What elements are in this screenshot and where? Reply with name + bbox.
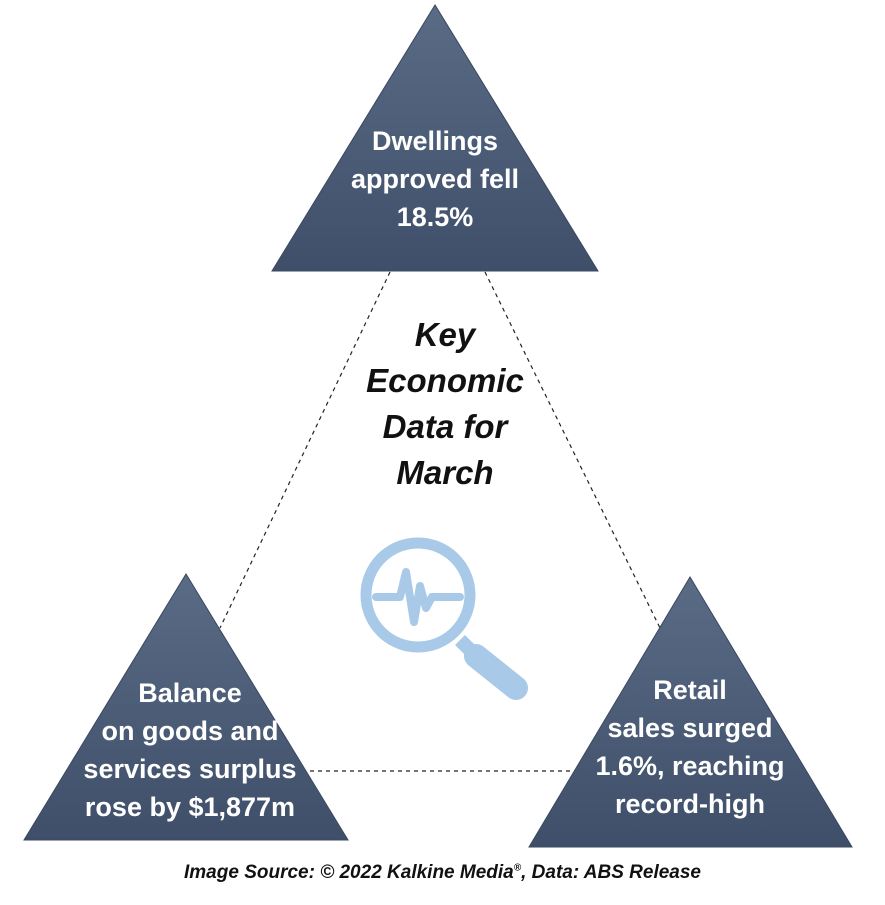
left-node-line: rose by $1,877m xyxy=(84,792,296,822)
top-triangle xyxy=(271,4,599,272)
left-node-line: services surplus xyxy=(83,754,297,784)
left-node-line: Balance xyxy=(138,678,242,708)
right-triangle xyxy=(528,576,853,848)
right-node-line: 1.6%, reaching xyxy=(595,751,785,781)
center-title: Key Economic Data for March xyxy=(320,312,570,496)
left-node-line: on goods and xyxy=(101,716,279,746)
top-node-text: Dwellings approved fell 18.5% xyxy=(300,122,570,236)
left-triangle xyxy=(23,573,349,841)
caption-suffix: , Data: ABS Release xyxy=(521,862,701,883)
connector-top-right xyxy=(484,271,661,629)
right-node-text: Retail sales surged 1.6%, reaching recor… xyxy=(555,671,825,823)
right-node-line: Retail xyxy=(653,675,727,705)
center-title-line: Economic xyxy=(366,362,524,399)
center-title-line: Key xyxy=(414,316,476,353)
connector-top-left xyxy=(219,271,391,629)
top-node-line: 18.5% xyxy=(396,202,474,232)
left-node-text: Balance on goods and services surplus ro… xyxy=(55,674,325,826)
center-title-line: Data for xyxy=(382,408,508,445)
magnifier-pulse-icon xyxy=(360,537,528,700)
right-node-line: record-high xyxy=(614,789,765,819)
top-node-line: approved fell xyxy=(350,164,520,194)
center-title-line: March xyxy=(396,454,494,491)
caption-prefix: Image Source: © 2022 Kalkine Media xyxy=(184,862,514,883)
image-source-caption: Image Source: © 2022 Kalkine Media®, Dat… xyxy=(0,862,885,884)
registered-mark: ® xyxy=(513,862,522,874)
top-node-line: Dwellings xyxy=(371,126,499,156)
right-node-line: sales surged xyxy=(607,713,773,743)
